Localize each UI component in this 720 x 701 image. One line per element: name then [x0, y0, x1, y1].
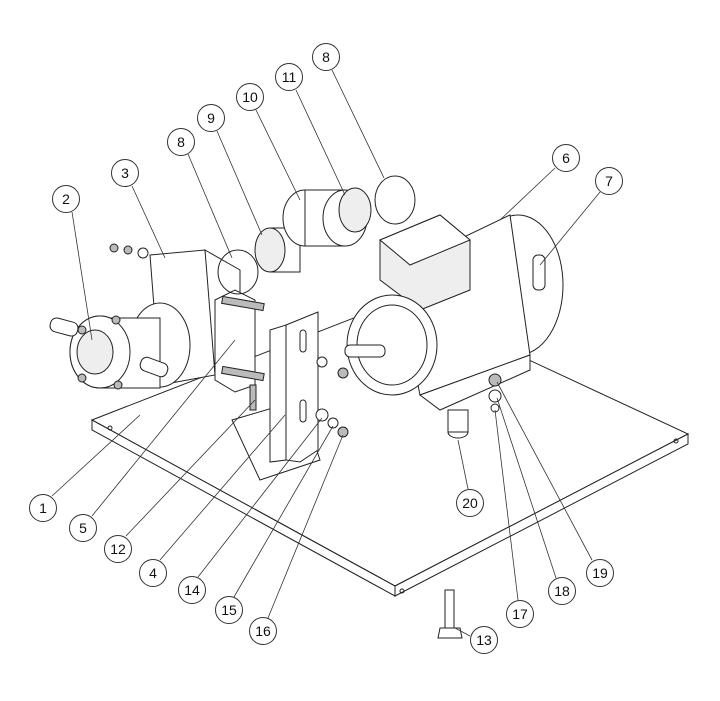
callout-7: 7: [595, 167, 623, 195]
callout-8: 8: [312, 43, 340, 71]
callout-9: 9: [197, 104, 225, 132]
callout-17: 17: [506, 600, 534, 628]
callout-19: 19: [586, 559, 614, 587]
motor: [344, 214, 564, 439]
callout-11: 11: [275, 63, 303, 91]
callout-12: 12: [104, 535, 132, 563]
leader-lines: [51, 69, 601, 637]
callout-10: 10: [236, 83, 264, 111]
callout-3: 3: [111, 159, 139, 187]
callout-2: 2: [52, 185, 80, 213]
coupling: [217, 175, 416, 295]
callout-4: 4: [139, 559, 167, 587]
callout-16: 16: [249, 617, 277, 645]
callout-14: 14: [178, 576, 206, 604]
callout-13: 13: [470, 626, 498, 654]
callout-20: 20: [456, 489, 484, 517]
fasteners: [315, 356, 502, 639]
adapter-plate: [214, 289, 265, 411]
callout-5: 5: [69, 514, 97, 542]
callout-1: 1: [29, 494, 57, 522]
callout-6: 6: [552, 144, 580, 172]
pump: [49, 243, 241, 390]
callout-15: 15: [215, 596, 243, 624]
callout-18: 18: [548, 577, 576, 605]
callout-8: 8: [167, 128, 195, 156]
